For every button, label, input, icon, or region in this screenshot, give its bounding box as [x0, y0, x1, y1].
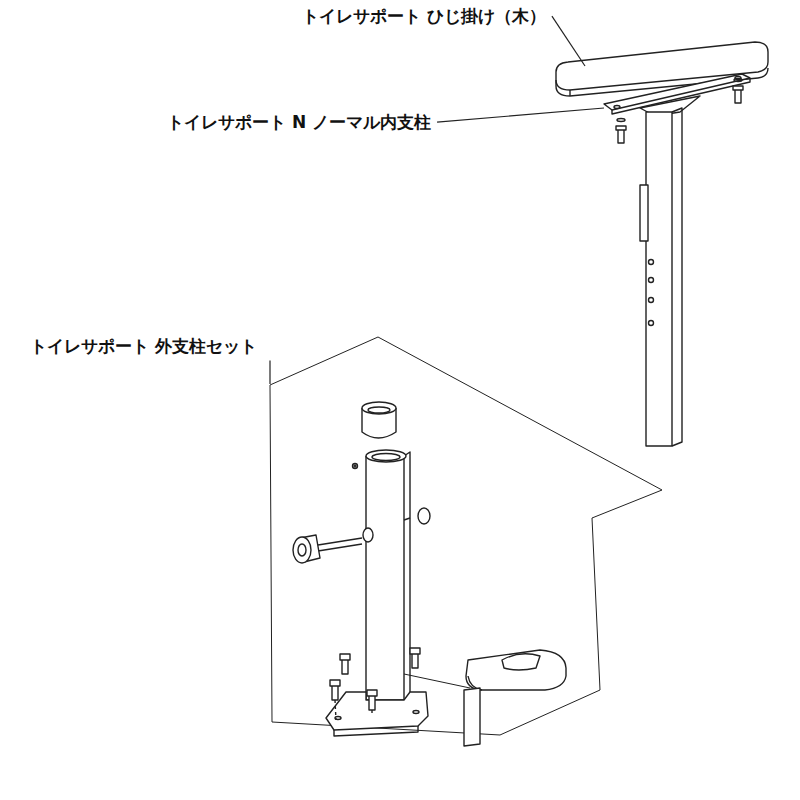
leader-line — [269, 360, 270, 384]
part-name: トイレサポート ひじ掛け（木） — [300, 6, 548, 26]
leader-line — [552, 16, 585, 66]
leader-line — [437, 108, 604, 122]
part-name: トイレサポート 外支柱セット — [28, 336, 259, 356]
set-outline — [270, 337, 662, 735]
bracket-plate — [604, 74, 750, 143]
leader-lines — [270, 16, 604, 384]
inner-pole — [640, 108, 682, 446]
part-name: トイレサポート N ノーマル内支柱 — [165, 112, 433, 132]
outer-pole — [293, 402, 566, 746]
